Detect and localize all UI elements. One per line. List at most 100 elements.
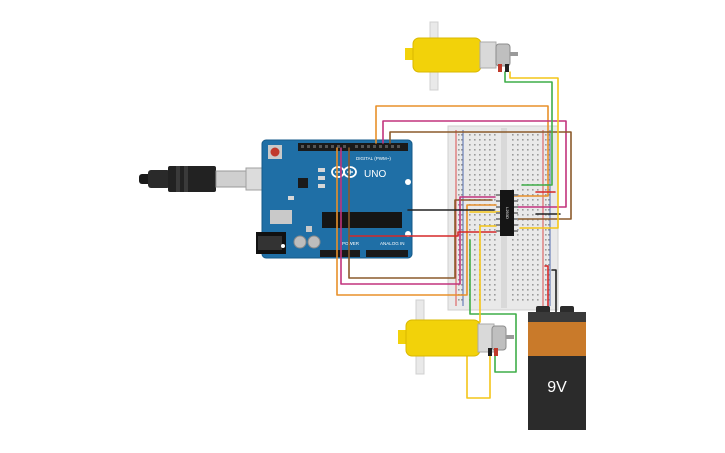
breadboard-hole — [537, 164, 539, 166]
breadboard-hole — [474, 239, 476, 241]
breadboard-hole — [522, 194, 524, 196]
breadboard-hole — [494, 209, 496, 211]
reset-button-icon[interactable] — [268, 145, 282, 159]
breadboard-hole — [517, 284, 519, 286]
breadboard-hole — [461, 174, 463, 176]
breadboard-hole — [537, 299, 539, 301]
breadboard-hole — [532, 194, 534, 196]
breadboard-hole — [461, 289, 463, 291]
breadboard-hole — [484, 154, 486, 156]
breadboard-hole — [494, 164, 496, 166]
breadboard-hole — [532, 204, 534, 206]
breadboard-hole — [484, 224, 486, 226]
breadboard-hole — [532, 214, 534, 216]
breadboard-hole — [527, 214, 529, 216]
breadboard-hole — [522, 219, 524, 221]
breadboard-hole — [512, 184, 514, 186]
wire-brown-bottom[interactable] — [348, 147, 493, 279]
wire-orange-top[interactable] — [375, 105, 549, 197]
breadboard-hole — [469, 224, 471, 226]
breadboard-hole — [522, 224, 524, 226]
breadboard-hole — [517, 289, 519, 291]
breadboard-hole — [489, 264, 491, 266]
breadboard-hole — [474, 224, 476, 226]
breadboard-hole — [512, 139, 514, 141]
breadboard-hole — [545, 229, 547, 231]
breadboard-hole — [548, 204, 550, 206]
breadboard-hole — [545, 244, 547, 246]
breadboard-hole — [527, 239, 529, 241]
breadboard-hole — [489, 234, 491, 236]
wire-brown-top[interactable] — [389, 131, 572, 220]
breadboard-hole — [527, 169, 529, 171]
breadboard-hole — [537, 139, 539, 141]
battery-9v[interactable]: 9V — [528, 306, 586, 430]
power-header-label: POWER — [342, 241, 360, 246]
arduino-uno-board[interactable]: DIGITAL (PWM~) UNO POWER ANALOG IN — [256, 139, 413, 259]
wire-red-battery[interactable] — [544, 265, 549, 315]
breadboard-hole — [537, 259, 539, 261]
wire-green-motor-top[interactable] — [504, 71, 553, 186]
breadboard-hole — [474, 269, 476, 271]
breadboard-hole — [527, 234, 529, 236]
wire-green-motor-bottom[interactable] — [469, 239, 517, 373]
breadboard-hole — [458, 159, 460, 161]
breadboard-hole — [489, 294, 491, 296]
breadboard-hole — [527, 269, 529, 271]
breadboard-hole — [527, 274, 529, 276]
breadboard-hole — [532, 294, 534, 296]
breadboard-hole — [469, 134, 471, 136]
breadboard-hole — [494, 254, 496, 256]
breadboard-hole — [517, 134, 519, 136]
wire-magenta-bottom[interactable] — [340, 147, 496, 285]
breadboard-hole — [545, 159, 547, 161]
breadboard-hole — [484, 274, 486, 276]
gear-motor-bottom[interactable] — [398, 299, 514, 375]
breadboard-hole — [474, 189, 476, 191]
breadboard-hole — [494, 214, 496, 216]
breadboard-hole — [494, 134, 496, 136]
breadboard-hole — [484, 269, 486, 271]
wire-yellow-motor-top[interactable] — [509, 71, 559, 229]
wire-red-5v[interactable] — [349, 231, 497, 237]
breadboard-hole — [537, 244, 539, 246]
gear-motor-top[interactable] — [405, 21, 518, 91]
breadboard-hole — [474, 299, 476, 301]
breadboard-hole — [532, 154, 534, 156]
usb-cable-icon[interactable] — [139, 166, 269, 192]
breadboard-hole — [512, 144, 514, 146]
breadboard-hole — [494, 189, 496, 191]
breadboard-hole — [489, 184, 491, 186]
breadboard-hole — [537, 174, 539, 176]
breadboard-hole — [461, 254, 463, 256]
breadboard-hole — [545, 269, 547, 271]
breadboard-hole — [527, 204, 529, 206]
breadboard-hole — [489, 289, 491, 291]
breadboard-hole — [469, 229, 471, 231]
breadboard-hole — [458, 134, 460, 136]
breadboard-hole — [527, 254, 529, 256]
breadboard-hole — [527, 289, 529, 291]
breadboard-hole — [458, 254, 460, 256]
breadboard-hole — [537, 194, 539, 196]
breadboard-hole — [517, 149, 519, 151]
breadboard-hole — [469, 214, 471, 216]
breadboard-hole — [517, 159, 519, 161]
breadboard-hole — [474, 164, 476, 166]
breadboard-hole — [545, 154, 547, 156]
breadboard-hole — [517, 169, 519, 171]
breadboard-hole — [517, 254, 519, 256]
breadboard-hole — [517, 294, 519, 296]
breadboard-hole — [548, 259, 550, 261]
breadboard-hole — [545, 224, 547, 226]
wire-black-battery[interactable] — [551, 269, 557, 315]
wire-magenta-top[interactable] — [382, 120, 567, 208]
digital-header-label: DIGITAL (PWM~) — [356, 156, 391, 161]
wire-orange-bottom[interactable] — [336, 147, 497, 296]
motor-driver-ic[interactable]: L293D — [496, 190, 518, 236]
breadboard-hole — [532, 134, 534, 136]
breadboard-hole — [489, 139, 491, 141]
breadboard-hole — [458, 259, 460, 261]
breadboard-hole — [484, 214, 486, 216]
breadboard-hole — [522, 134, 524, 136]
